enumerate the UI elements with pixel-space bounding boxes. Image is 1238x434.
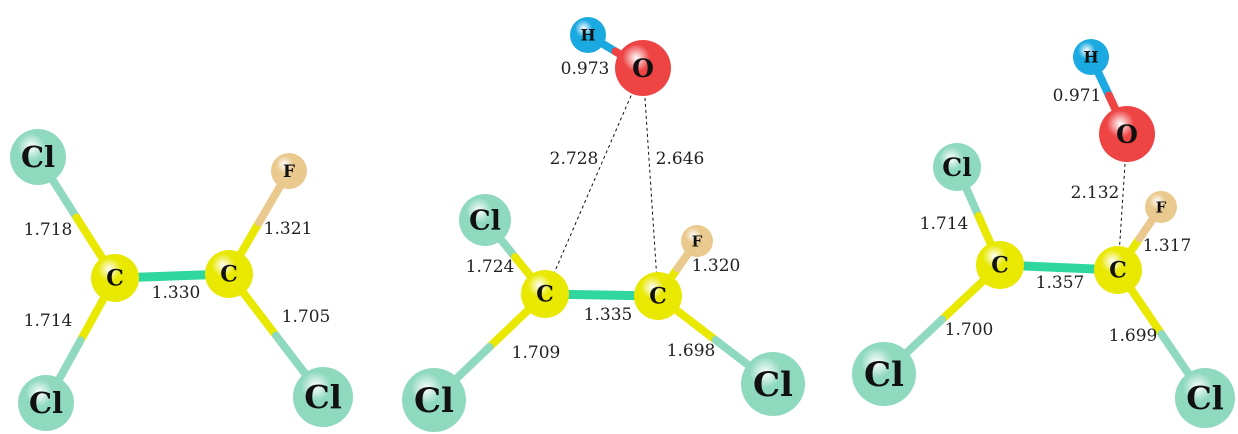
bond-length-label: 0.971 bbox=[1053, 86, 1102, 106]
bond-length-label: 0.973 bbox=[561, 59, 610, 79]
atom-o bbox=[615, 40, 671, 96]
bond-length-label: 1.321 bbox=[264, 219, 313, 239]
bond-length-label: 1.317 bbox=[1143, 236, 1192, 256]
bond-length-label: 1.320 bbox=[692, 256, 741, 276]
atom-c bbox=[205, 250, 253, 298]
contact-o-c1 bbox=[544, 67, 644, 295]
atom-label-h: H bbox=[1083, 48, 1098, 67]
atom-f bbox=[681, 225, 713, 257]
bond-length-label: 1.705 bbox=[282, 307, 331, 327]
atom-label-cl: Cl bbox=[21, 140, 55, 174]
atom-label-c: C bbox=[1109, 258, 1127, 284]
bond-layer bbox=[34, 31, 1209, 407]
atom-c bbox=[976, 241, 1024, 289]
atom-label-f: F bbox=[692, 232, 703, 250]
atom-label-c: C bbox=[220, 262, 238, 288]
atom-label-cl: Cl bbox=[414, 381, 454, 421]
contact-distance-label: 2.646 bbox=[656, 149, 705, 169]
bond-length-label: 1.698 bbox=[667, 341, 716, 361]
atom-label-cl: Cl bbox=[864, 355, 904, 395]
atom-c bbox=[91, 254, 139, 302]
atom-label-h: H bbox=[580, 26, 595, 45]
contact-distance-label: 2.728 bbox=[550, 149, 599, 169]
atom-cl bbox=[402, 368, 466, 432]
atom-label-o: O bbox=[1116, 120, 1138, 149]
atom-cl bbox=[10, 129, 66, 185]
atom-label-f: F bbox=[1156, 198, 1167, 216]
atom-f bbox=[271, 153, 307, 189]
atom-label-c: C bbox=[991, 253, 1009, 279]
atom-cl bbox=[1175, 368, 1235, 428]
atom-o bbox=[1099, 106, 1155, 162]
bond-length-label: 1.335 bbox=[584, 305, 633, 325]
atom-h bbox=[1073, 39, 1109, 75]
contact-o-c2 bbox=[1117, 133, 1128, 271]
atom-label-f: F bbox=[283, 162, 295, 182]
atom-label-cl: Cl bbox=[29, 386, 63, 420]
atom-cl bbox=[18, 375, 74, 431]
atom-c bbox=[521, 270, 569, 318]
atom-label-c: C bbox=[536, 282, 554, 308]
atom-label-cl: Cl bbox=[469, 205, 501, 236]
bond-length-label: 1.714 bbox=[24, 311, 73, 331]
bond-length-label: 1.699 bbox=[1109, 326, 1158, 346]
bond-length-label: 1.724 bbox=[466, 257, 515, 277]
atom-h bbox=[570, 17, 606, 53]
bond-length-label: 1.700 bbox=[945, 320, 994, 340]
atom-cl bbox=[741, 352, 805, 416]
contact-o-c2 bbox=[642, 67, 659, 297]
label-layer: 1.718 1.714 1.330 1.321 1.705 0.973 1.724 1.335… bbox=[24, 59, 1192, 363]
atom-label-c: C bbox=[106, 266, 124, 292]
atom-label-cl: Cl bbox=[753, 365, 793, 405]
atom-cl bbox=[459, 194, 511, 246]
bond-length-label: 1.714 bbox=[920, 214, 969, 234]
atom-c bbox=[1094, 246, 1142, 294]
bond-length-label: 1.718 bbox=[24, 220, 73, 240]
atom-label-cl: Cl bbox=[942, 153, 971, 182]
bond-length-label: 1.357 bbox=[1036, 273, 1085, 293]
atom-label-c: C bbox=[649, 284, 667, 310]
atom-f bbox=[1145, 191, 1177, 223]
atom-label-cl: Cl bbox=[1186, 379, 1224, 417]
bond-length-label: 1.709 bbox=[512, 343, 561, 363]
contact-distance-label: 2.132 bbox=[1071, 183, 1120, 203]
atom-cl bbox=[852, 342, 916, 406]
atom-label-cl: Cl bbox=[304, 378, 342, 416]
atom-label-o: O bbox=[632, 54, 654, 83]
bond-length-label: 1.330 bbox=[152, 283, 201, 303]
atom-c bbox=[634, 272, 682, 320]
atom-cl bbox=[293, 367, 353, 427]
atom-cl bbox=[933, 143, 981, 191]
